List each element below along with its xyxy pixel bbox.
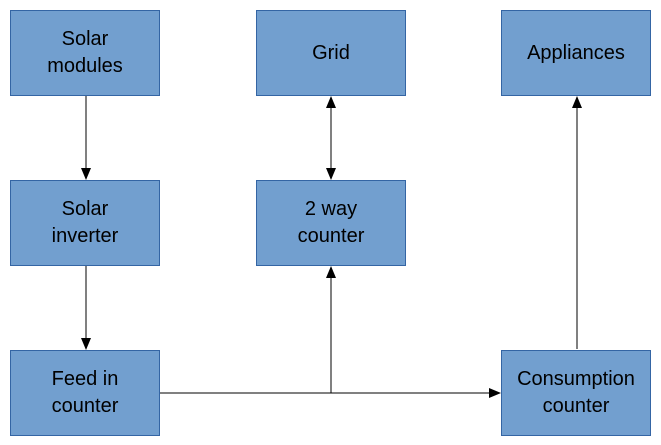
node-feed-in-counter: Feed in counter xyxy=(10,350,160,436)
node-solar-modules: Solar modules xyxy=(10,10,160,96)
node-appliances: Appliances xyxy=(501,10,651,96)
node-consumption-counter: Consumption counter xyxy=(501,350,651,436)
node-grid: Grid xyxy=(256,10,406,96)
node-two-way-counter: 2 way counter xyxy=(256,180,406,266)
node-solar-inverter: Solar inverter xyxy=(10,180,160,266)
